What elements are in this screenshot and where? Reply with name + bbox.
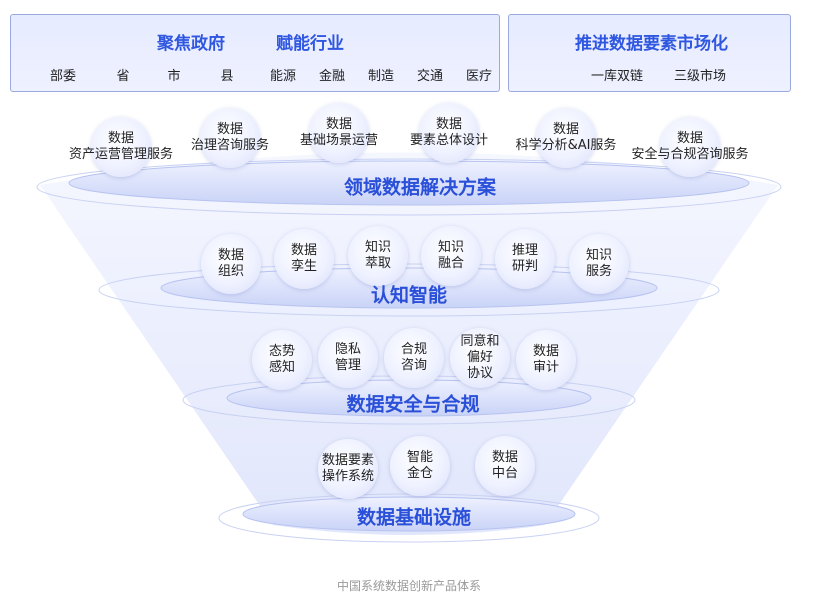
node-data-organization: 数据组织	[217, 248, 245, 279]
node-circle	[516, 330, 576, 390]
panel-item: 县	[220, 69, 234, 84]
node-data-element-design: 数据要素总体设计	[409, 117, 489, 148]
node-knowledge-service: 知识服务	[585, 248, 613, 279]
node-circle	[390, 436, 450, 496]
node-circle	[348, 226, 408, 286]
layer-disc	[242, 496, 576, 532]
node-circle	[536, 108, 596, 168]
node-circle	[660, 117, 720, 177]
node-smart-warehouse: 智能金仓	[406, 450, 434, 481]
node-circle	[450, 328, 510, 388]
node-circle	[91, 117, 151, 177]
node-privacy-management: 隐私管理	[334, 342, 362, 373]
panel-item: 市	[167, 69, 181, 84]
node-digital-twin: 数据孪生	[290, 243, 318, 274]
node-data-asset-operation: 数据资产运营管理服务	[68, 131, 174, 162]
node-circle	[274, 229, 334, 289]
panel-item: 金融	[318, 69, 346, 84]
node-compliance-consulting: 合规咨询	[400, 342, 428, 373]
panel-item: 能源	[269, 69, 297, 84]
panel-item: 三级市场	[673, 69, 727, 84]
node-consent-preference: 同意和偏好协议	[460, 334, 500, 381]
data-market-panel: 推进数据要素市场化 一库双链 三级市场	[508, 14, 791, 92]
node-circle	[421, 226, 481, 286]
node-data-middle-platform: 数据中台	[491, 450, 519, 481]
panel-item: 省	[116, 69, 130, 84]
node-circle	[569, 234, 629, 294]
node-circle	[318, 439, 378, 499]
node-circle	[475, 436, 535, 496]
panel-item: 一库双链	[590, 69, 644, 84]
layer-disc	[68, 160, 750, 206]
panel-item: 部委	[49, 69, 77, 84]
node-data-science-ai: 数据科学分析&AI服务	[515, 122, 617, 153]
node-circle	[201, 234, 261, 294]
node-circle	[200, 108, 260, 168]
node-knowledge-extraction: 知识萃取	[364, 240, 392, 271]
node-data-scenario-operation: 数据基础场景运营	[299, 117, 379, 148]
node-circle	[495, 229, 555, 289]
layer-title-cognitive-intelligence: 认知智能	[370, 284, 448, 307]
node-data-audit: 数据审计	[532, 344, 560, 375]
node-circle	[309, 103, 369, 163]
layer-title-data-infrastructure: 数据基础设施	[356, 506, 472, 529]
node-data-governance-consulting: 数据治理咨询服务	[190, 122, 270, 153]
panel-title-market: 推进数据要素市场化	[575, 34, 728, 54]
node-knowledge-fusion: 知识融合	[437, 240, 465, 271]
node-circle	[419, 103, 479, 163]
node-data-element-os: 数据要素操作系统	[321, 453, 375, 484]
panel-item: 制造	[367, 69, 395, 84]
panel-item: 交通	[416, 69, 444, 84]
node-circle	[384, 328, 444, 388]
layer-title-data-security: 数据安全与合规	[346, 393, 480, 416]
node-circle	[318, 328, 378, 388]
ring-outer	[98, 263, 720, 317]
layer-title-domain-solutions: 领域数据解决方案	[343, 176, 497, 199]
node-situational-awareness: 态势感知	[268, 344, 296, 375]
node-reasoning: 推理研判	[511, 243, 539, 274]
node-data-security-compliance: 数据安全与合规咨询服务	[631, 131, 749, 162]
panel-title-government: 聚焦政府	[157, 34, 225, 54]
node-circle	[252, 330, 312, 390]
ring-outer	[36, 158, 782, 216]
panel-title-industry: 赋能行业	[276, 34, 344, 54]
panel-item: 医疗	[465, 69, 493, 84]
figure-caption: 中国系统数据创新产品体系	[336, 579, 482, 593]
government-industry-panel: 聚焦政府 赋能行业 部委 省 市 县 能源 金融 制造 交通 医疗	[10, 14, 500, 92]
